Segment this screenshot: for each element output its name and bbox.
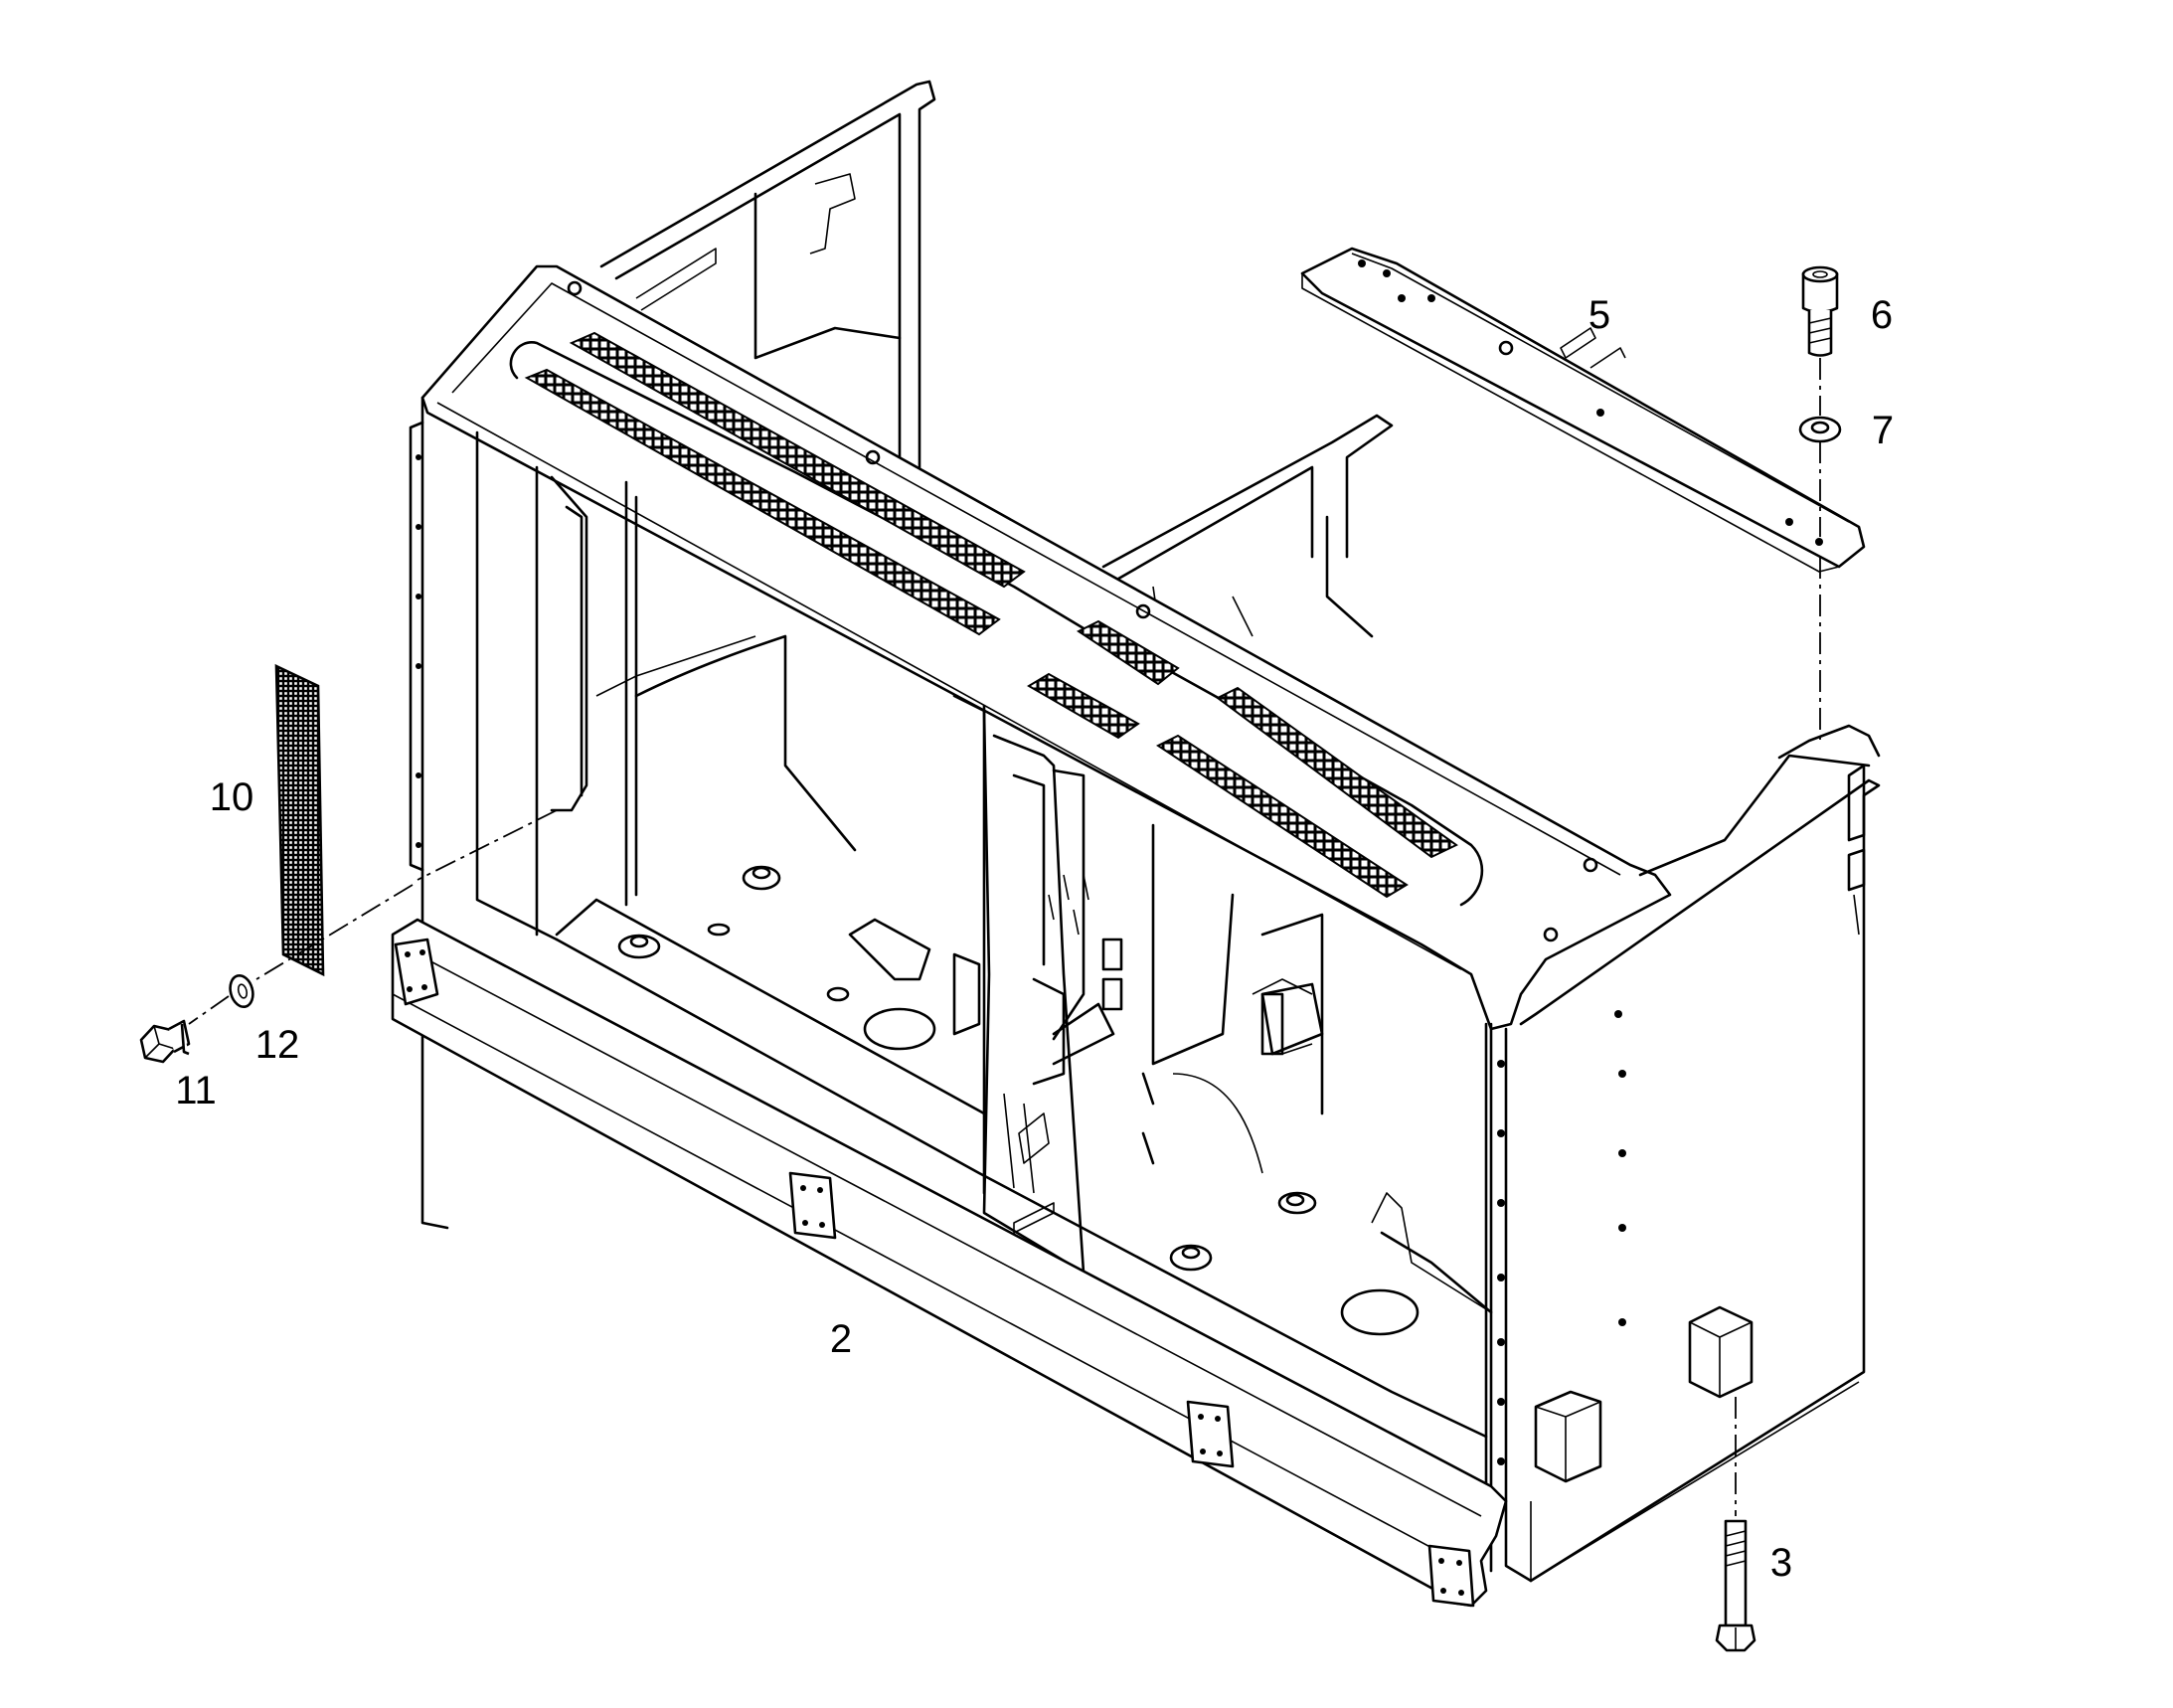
callout-11: 11 [175, 1069, 217, 1112]
lock-washer-icon [229, 973, 254, 1009]
callout-7: 7 [1872, 409, 1894, 452]
callout-3: 3 [1770, 1541, 1792, 1585]
grille-icon [274, 663, 325, 977]
callout-12: 12 [255, 1023, 300, 1067]
screw-icon [139, 1019, 191, 1064]
bolt-icon [1801, 265, 1839, 357]
support-bracket-icon [1300, 247, 1866, 573]
callout-10: 10 [210, 775, 254, 819]
callout-6: 6 [1871, 293, 1893, 337]
cab-frame-icon [391, 80, 1881, 1608]
long-bolt-icon [1715, 1519, 1756, 1652]
assembly-center-lines [188, 358, 1821, 1516]
washer-icon [1798, 416, 1842, 443]
callout-2: 2 [830, 1317, 852, 1361]
callout-5: 5 [1588, 293, 1610, 337]
